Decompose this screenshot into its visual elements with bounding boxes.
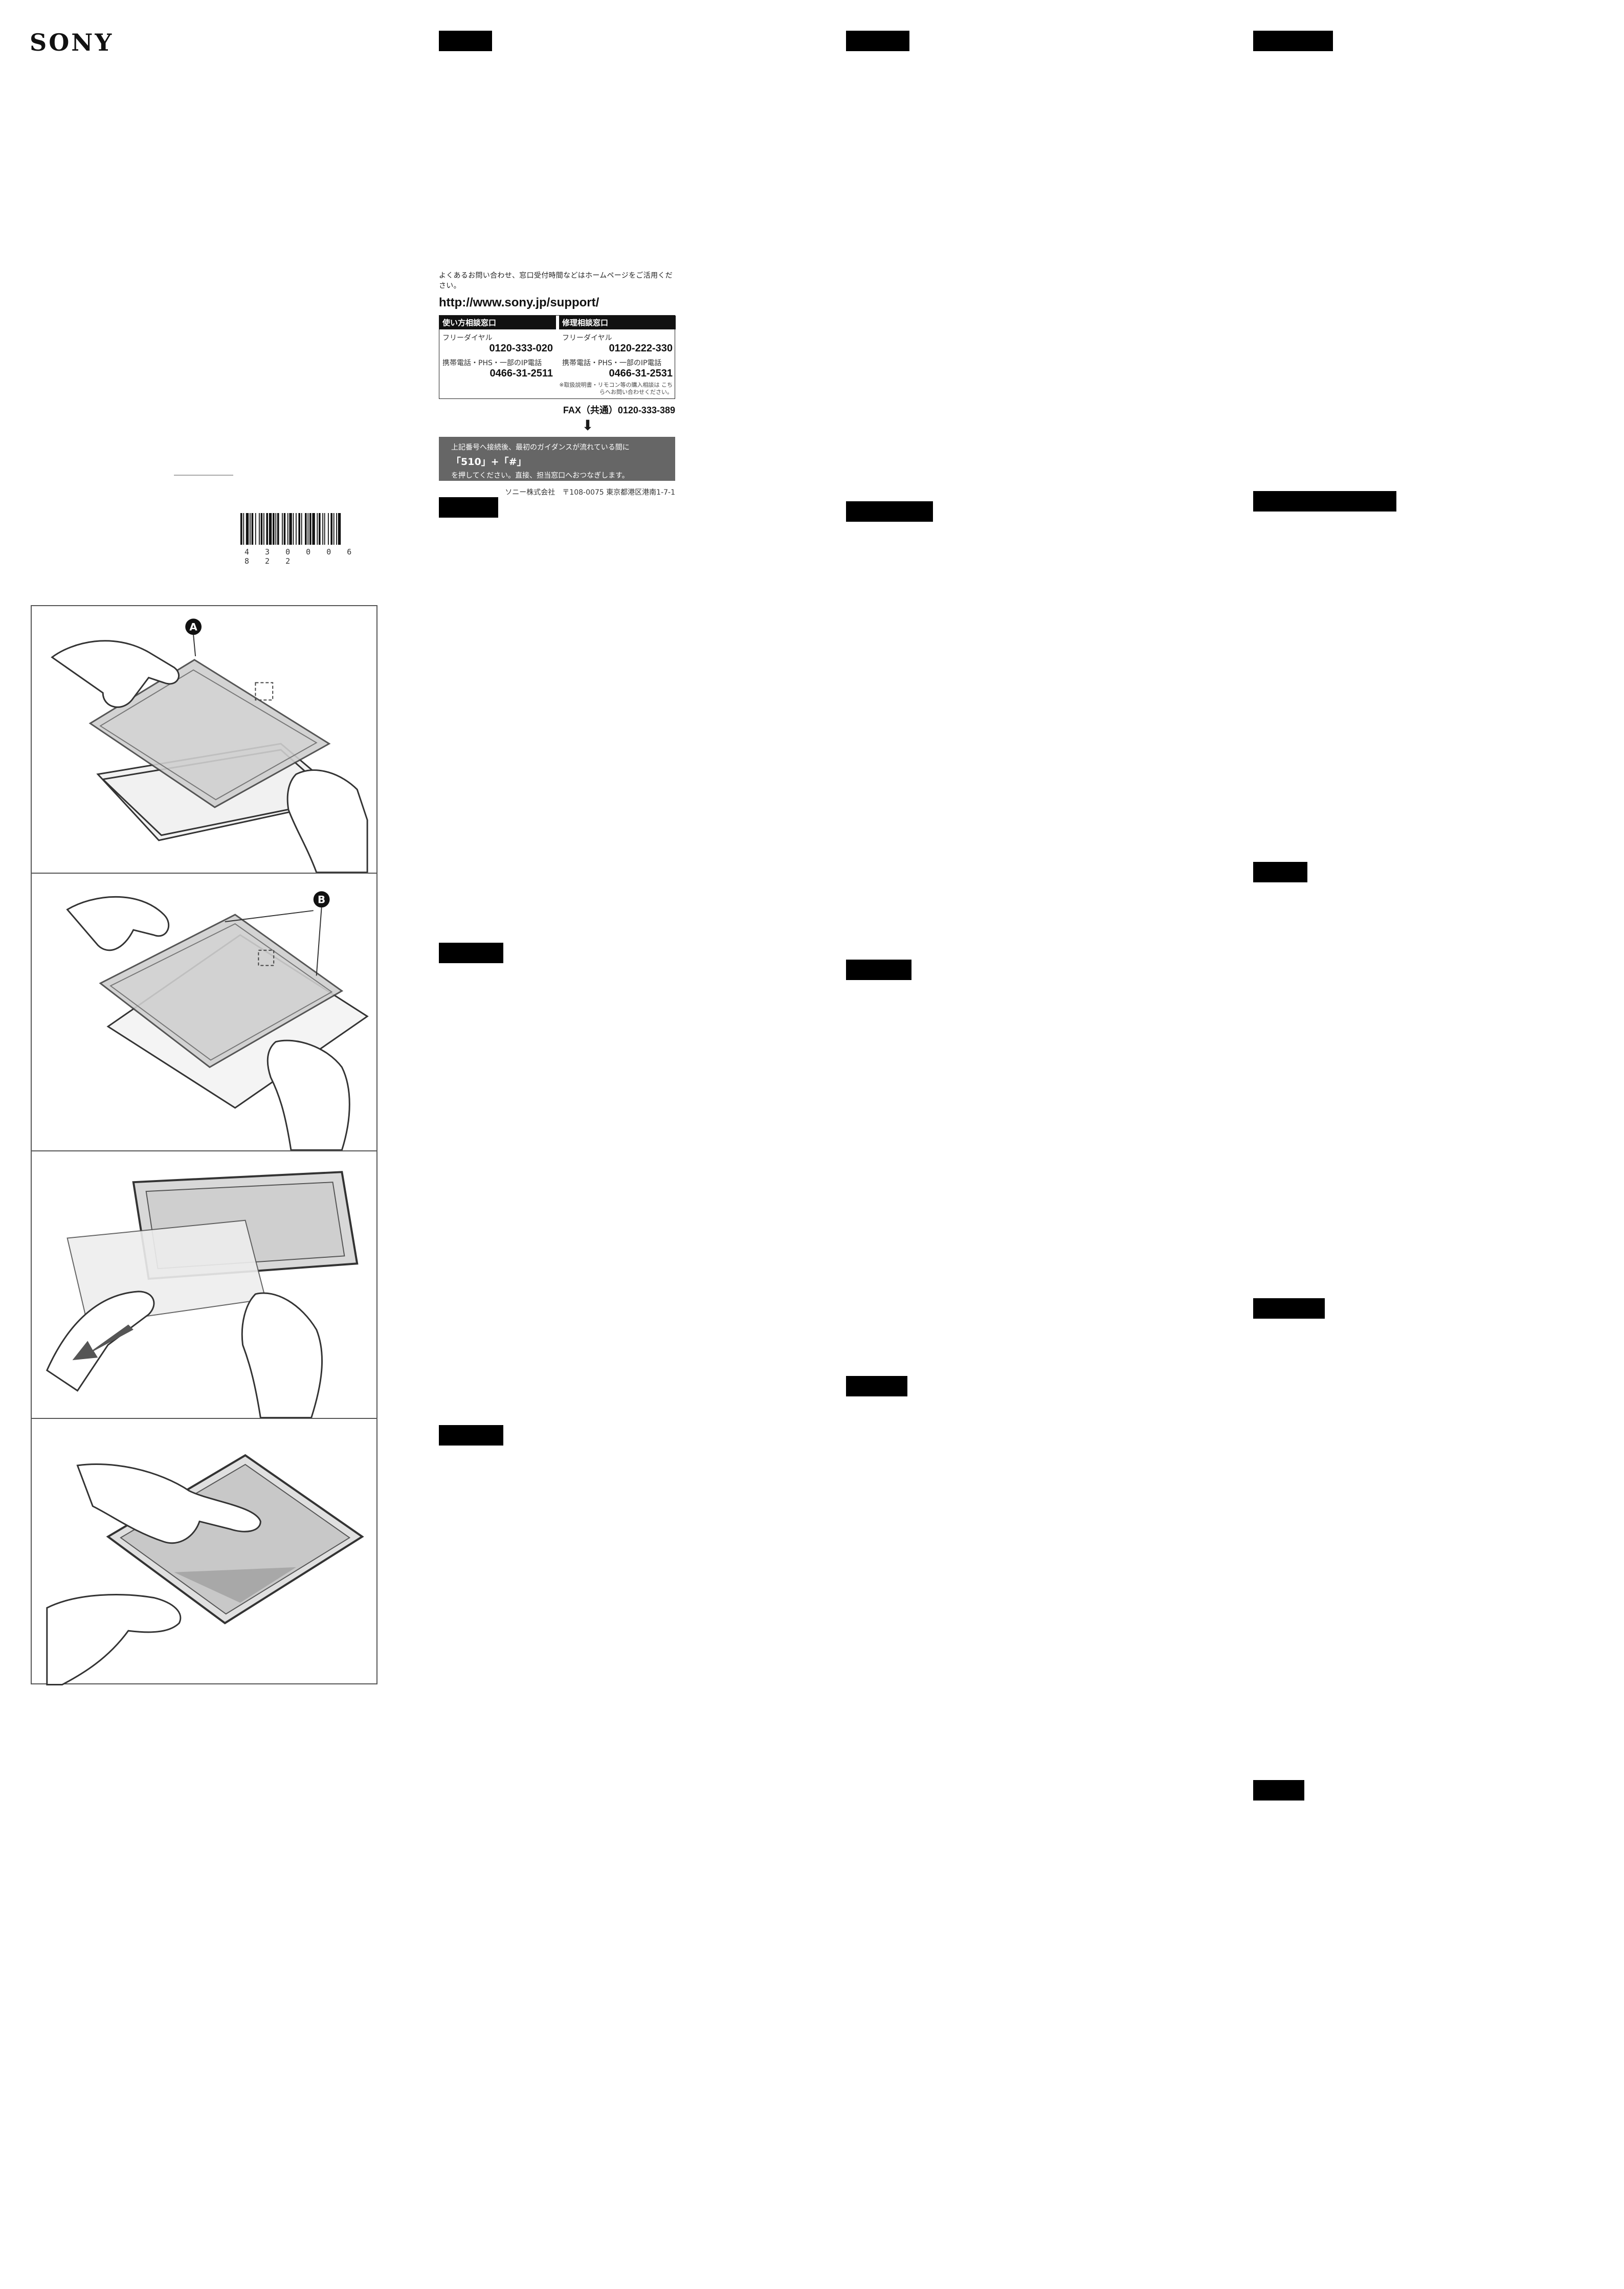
guidance-line-3: を押してください。直接、担当窓口へおつなぎします。 xyxy=(451,472,629,480)
mobile-label: 携帯電話・PHS・一部のIP電話 xyxy=(562,359,662,367)
barcode-bar xyxy=(305,513,307,545)
repair-consultation-heading: 修理相談窓口 xyxy=(559,316,676,329)
barcode-bar xyxy=(289,513,292,545)
arrow-down-icon: ⬇ xyxy=(582,417,594,434)
barcode-bar xyxy=(240,513,242,545)
installation-illustrations: A B xyxy=(31,605,377,1685)
barcode-bar xyxy=(330,513,332,545)
barcode-bar xyxy=(328,513,329,545)
section-heading-bar xyxy=(846,501,933,522)
barcode-bar xyxy=(259,513,260,545)
guidance-code: 「510」+「#」 xyxy=(451,456,527,468)
illustration-step-1: A xyxy=(32,606,376,874)
barcode-bar xyxy=(277,513,279,545)
section-heading-bar xyxy=(439,1425,503,1446)
barcode-bar xyxy=(317,513,318,545)
barcode-bar xyxy=(283,513,286,545)
illustration-step-3 xyxy=(32,1151,376,1419)
divider xyxy=(174,475,233,476)
section-heading-bar xyxy=(846,1376,907,1396)
barcode-digits: 4 3 0 0 0 6 8 2 2 xyxy=(244,547,358,566)
label-a: A xyxy=(189,621,197,633)
usage-consultation-column: 使い方相談窓口 フリーダイヤル 0120-333-020 携帯電話・PHS・一部… xyxy=(439,316,556,380)
barcode-bar xyxy=(260,513,263,545)
repair-consultation-column: 修理相談窓口 フリーダイヤル 0120-222-330 携帯電話・PHS・一部の… xyxy=(559,316,676,396)
repair-mobile-number: 0466-31-2531 xyxy=(609,368,673,379)
company-address: ソニー株式会社 〒108-0075 東京都港区港南1-7-1 xyxy=(505,488,675,497)
section-heading-bar xyxy=(1253,1780,1304,1801)
barcode-image xyxy=(240,513,341,545)
barcode-bar xyxy=(251,513,254,545)
barcode-bar xyxy=(282,513,283,545)
barcode-bar xyxy=(309,513,312,545)
usage-mobile-number: 0466-31-2511 xyxy=(490,368,553,379)
fax-number: FAX（共通）0120-333-389 xyxy=(563,405,675,415)
guidance-box: 上記番号へ接続後、最初のガイダンスが流れている間に 「510」+「#」 を押して… xyxy=(439,437,675,481)
section-heading-bar xyxy=(1253,862,1307,882)
barcode-bar xyxy=(243,513,244,545)
barcode-bar xyxy=(333,513,335,545)
section-heading-bar xyxy=(1253,491,1396,512)
free-dial-label: フリーダイヤル xyxy=(562,334,612,342)
barcode-bar xyxy=(273,513,275,545)
section-heading-bar xyxy=(1253,1298,1325,1319)
repair-note: ※取扱説明書・リモコン等の購入相談は こちらへお問い合わせください。 xyxy=(559,382,673,396)
section-heading-bar xyxy=(439,31,492,51)
mobile-label: 携帯電話・PHS・一部のIP電話 xyxy=(442,359,542,367)
barcode-bar xyxy=(255,513,256,545)
barcode-bar xyxy=(301,513,302,545)
barcode-bar xyxy=(322,513,323,545)
section-heading-bar xyxy=(439,943,503,963)
barcode-bar xyxy=(287,513,288,545)
barcode-bar xyxy=(275,513,277,545)
section-heading-bar xyxy=(439,497,498,518)
repair-free-number: 0120-222-330 xyxy=(609,343,673,354)
support-contact-block: よくあるお問い合わせ、窓口受付時間などはホームページをご活用ください。 http… xyxy=(439,270,676,497)
barcode-bar xyxy=(298,513,300,545)
barcode-bar xyxy=(338,513,341,545)
illustration-step-4 xyxy=(32,1419,376,1685)
guidance-line-1: 上記番号へ接続後、最初のガイダンスが流れている間に xyxy=(451,443,630,452)
illustration-step-2: B xyxy=(32,874,376,1151)
barcode-bar xyxy=(263,513,264,545)
barcode-bar xyxy=(250,513,251,545)
usage-free-number: 0120-333-020 xyxy=(489,343,553,354)
section-heading-bar xyxy=(1253,31,1333,51)
barcode-bar xyxy=(293,513,294,545)
sony-logo: SONY xyxy=(30,29,114,56)
section-heading-bar xyxy=(846,31,909,51)
barcode-bar xyxy=(312,513,315,545)
barcode-bar xyxy=(296,513,297,545)
label-b: B xyxy=(318,894,325,905)
barcode-bar xyxy=(319,513,321,545)
section-heading-bar xyxy=(846,960,911,980)
barcode-bar xyxy=(307,513,309,545)
barcode-bar xyxy=(269,513,272,545)
barcode-bar xyxy=(324,513,325,545)
usage-consultation-heading: 使い方相談窓口 xyxy=(439,316,556,329)
barcode-bar xyxy=(246,513,249,545)
contact-table: 使い方相談窓口 フリーダイヤル 0120-333-020 携帯電話・PHS・一部… xyxy=(439,315,676,399)
support-url-link[interactable]: http://www.sony.jp/support/ xyxy=(439,296,599,309)
barcode-bar xyxy=(336,513,337,545)
barcode-bar xyxy=(266,513,268,545)
support-intro: よくあるお問い合わせ、窓口受付時間などはホームページをご活用ください。 xyxy=(439,272,673,290)
free-dial-label: フリーダイヤル xyxy=(442,334,493,342)
